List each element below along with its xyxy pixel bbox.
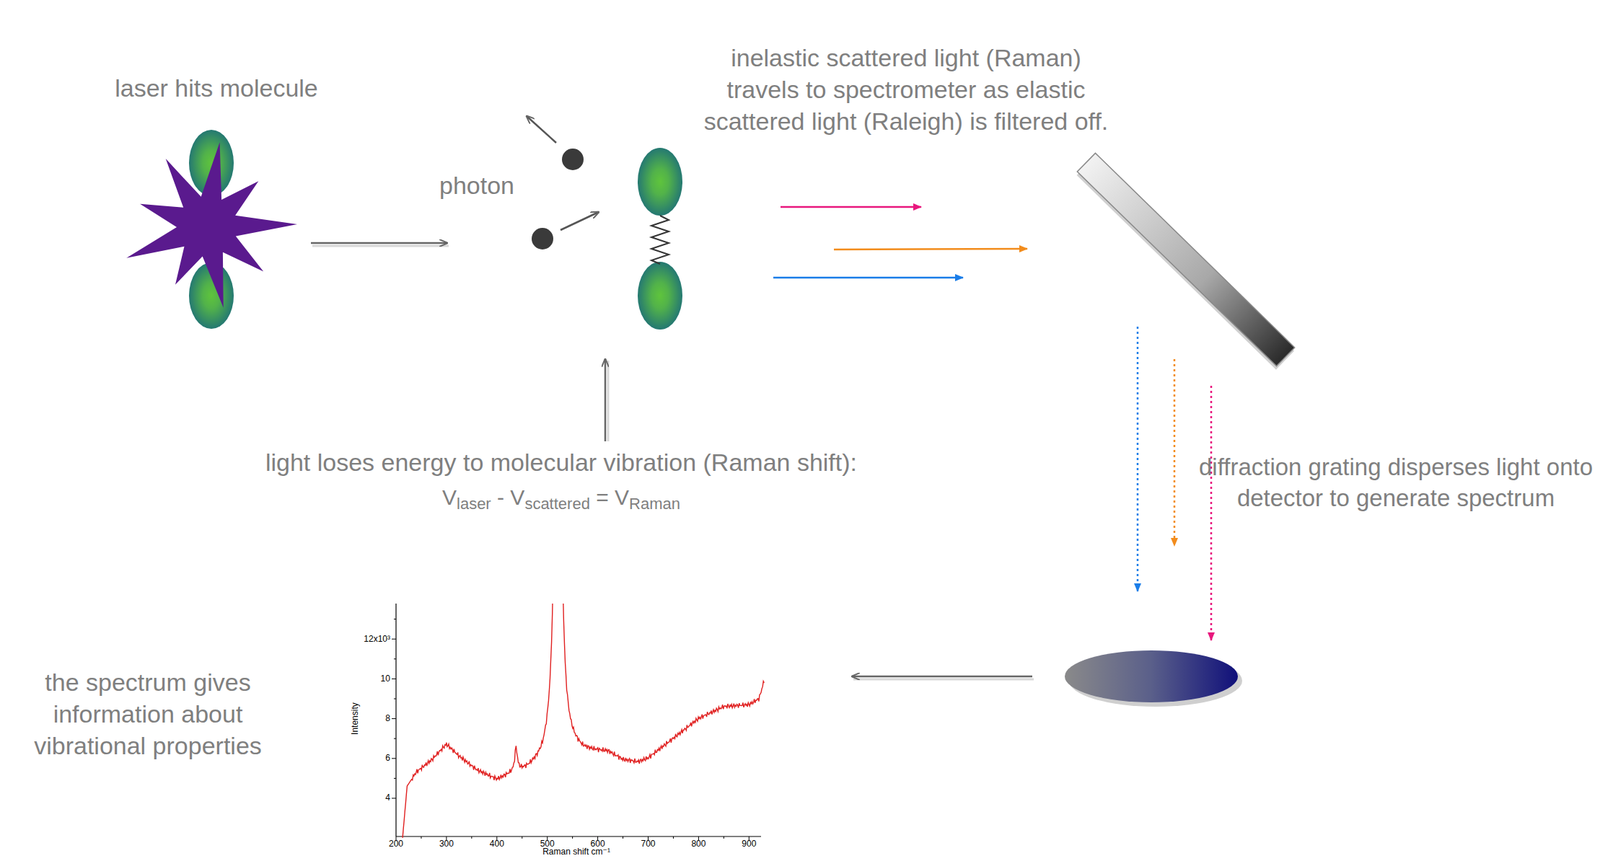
process-arrow [604,359,607,442]
step-label: inelastic scattered light (Raman) travel… [696,41,1116,138]
x-axis [396,836,762,837]
axis-tick [521,836,523,839]
raman-equation: Vlaser - Vscattered = VRaman [442,485,681,514]
axis-tick [393,738,397,740]
axis-tick [393,618,397,620]
raman-light [833,248,1028,250]
y-axis [395,603,397,837]
raman-light [773,277,964,280]
y-tick-label: 10 [380,674,391,684]
dispersed-light [1210,385,1213,641]
photon-label: photon [439,169,515,202]
arrow-shadow [607,360,610,442]
diffraction-grating [1075,152,1297,370]
axis-tick [723,836,725,839]
axis-tick [622,836,624,839]
axis-tick [391,718,397,720]
atom [637,261,683,330]
dispersed-light [1136,326,1140,592]
axis-tick [572,836,573,839]
axis-tick [393,658,397,660]
y-tick-label: 6 [385,753,391,764]
bond-spring [651,215,669,265]
y-tick-label: 4 [385,793,391,803]
detector [1064,650,1238,703]
dispersed-light [1173,359,1176,547]
subscript: laser [456,494,492,513]
photon-arrow [526,116,557,143]
x-tick-label: 800 [691,839,706,850]
step-label: diffraction grating disperses light onto… [1198,452,1594,515]
x-tick-label: 300 [439,839,454,850]
subscript: scattered [524,494,591,513]
y-tick-label: 8 [385,714,391,724]
step-label: light loses energy to molecular vibratio… [265,446,857,479]
axis-tick [391,678,397,680]
equation-term: - V [491,485,526,510]
process-arrow [310,242,448,245]
x-tick-label: 200 [388,839,404,850]
spectrum-curve [402,603,764,839]
subscript: Raman [629,494,681,513]
x-tick-label: 400 [489,839,505,850]
axis-tick [420,836,422,839]
axis-tick [471,836,472,839]
x-tick-label: 700 [641,839,656,850]
step-label: the spectrum gives information about vib… [25,666,271,763]
axis-tick [393,699,397,700]
axis-tick [391,639,397,640]
photon-arrow [560,212,599,231]
axis-tick [391,758,397,759]
equation-term: = V [590,485,630,510]
axis-tick [391,798,397,800]
x-tick-label: 900 [741,839,756,850]
axis-tick [393,778,397,780]
laser-burst [126,142,298,308]
axis-tick [673,836,674,839]
photon-dot [531,227,554,250]
arrow-shadow [312,245,449,248]
photon-dot [561,148,584,171]
axis-title: Intensity [349,703,360,736]
y-tick-label: 12x10³ [363,634,391,645]
step-label: laser hits molecule [114,72,319,104]
process-arrow [851,675,1033,679]
atom [637,147,683,216]
equation-term: V [442,485,457,510]
raman-light [780,206,922,209]
arrow-shadow [853,678,1034,681]
axis-title: Raman shift cm⁻¹ [542,847,611,857]
